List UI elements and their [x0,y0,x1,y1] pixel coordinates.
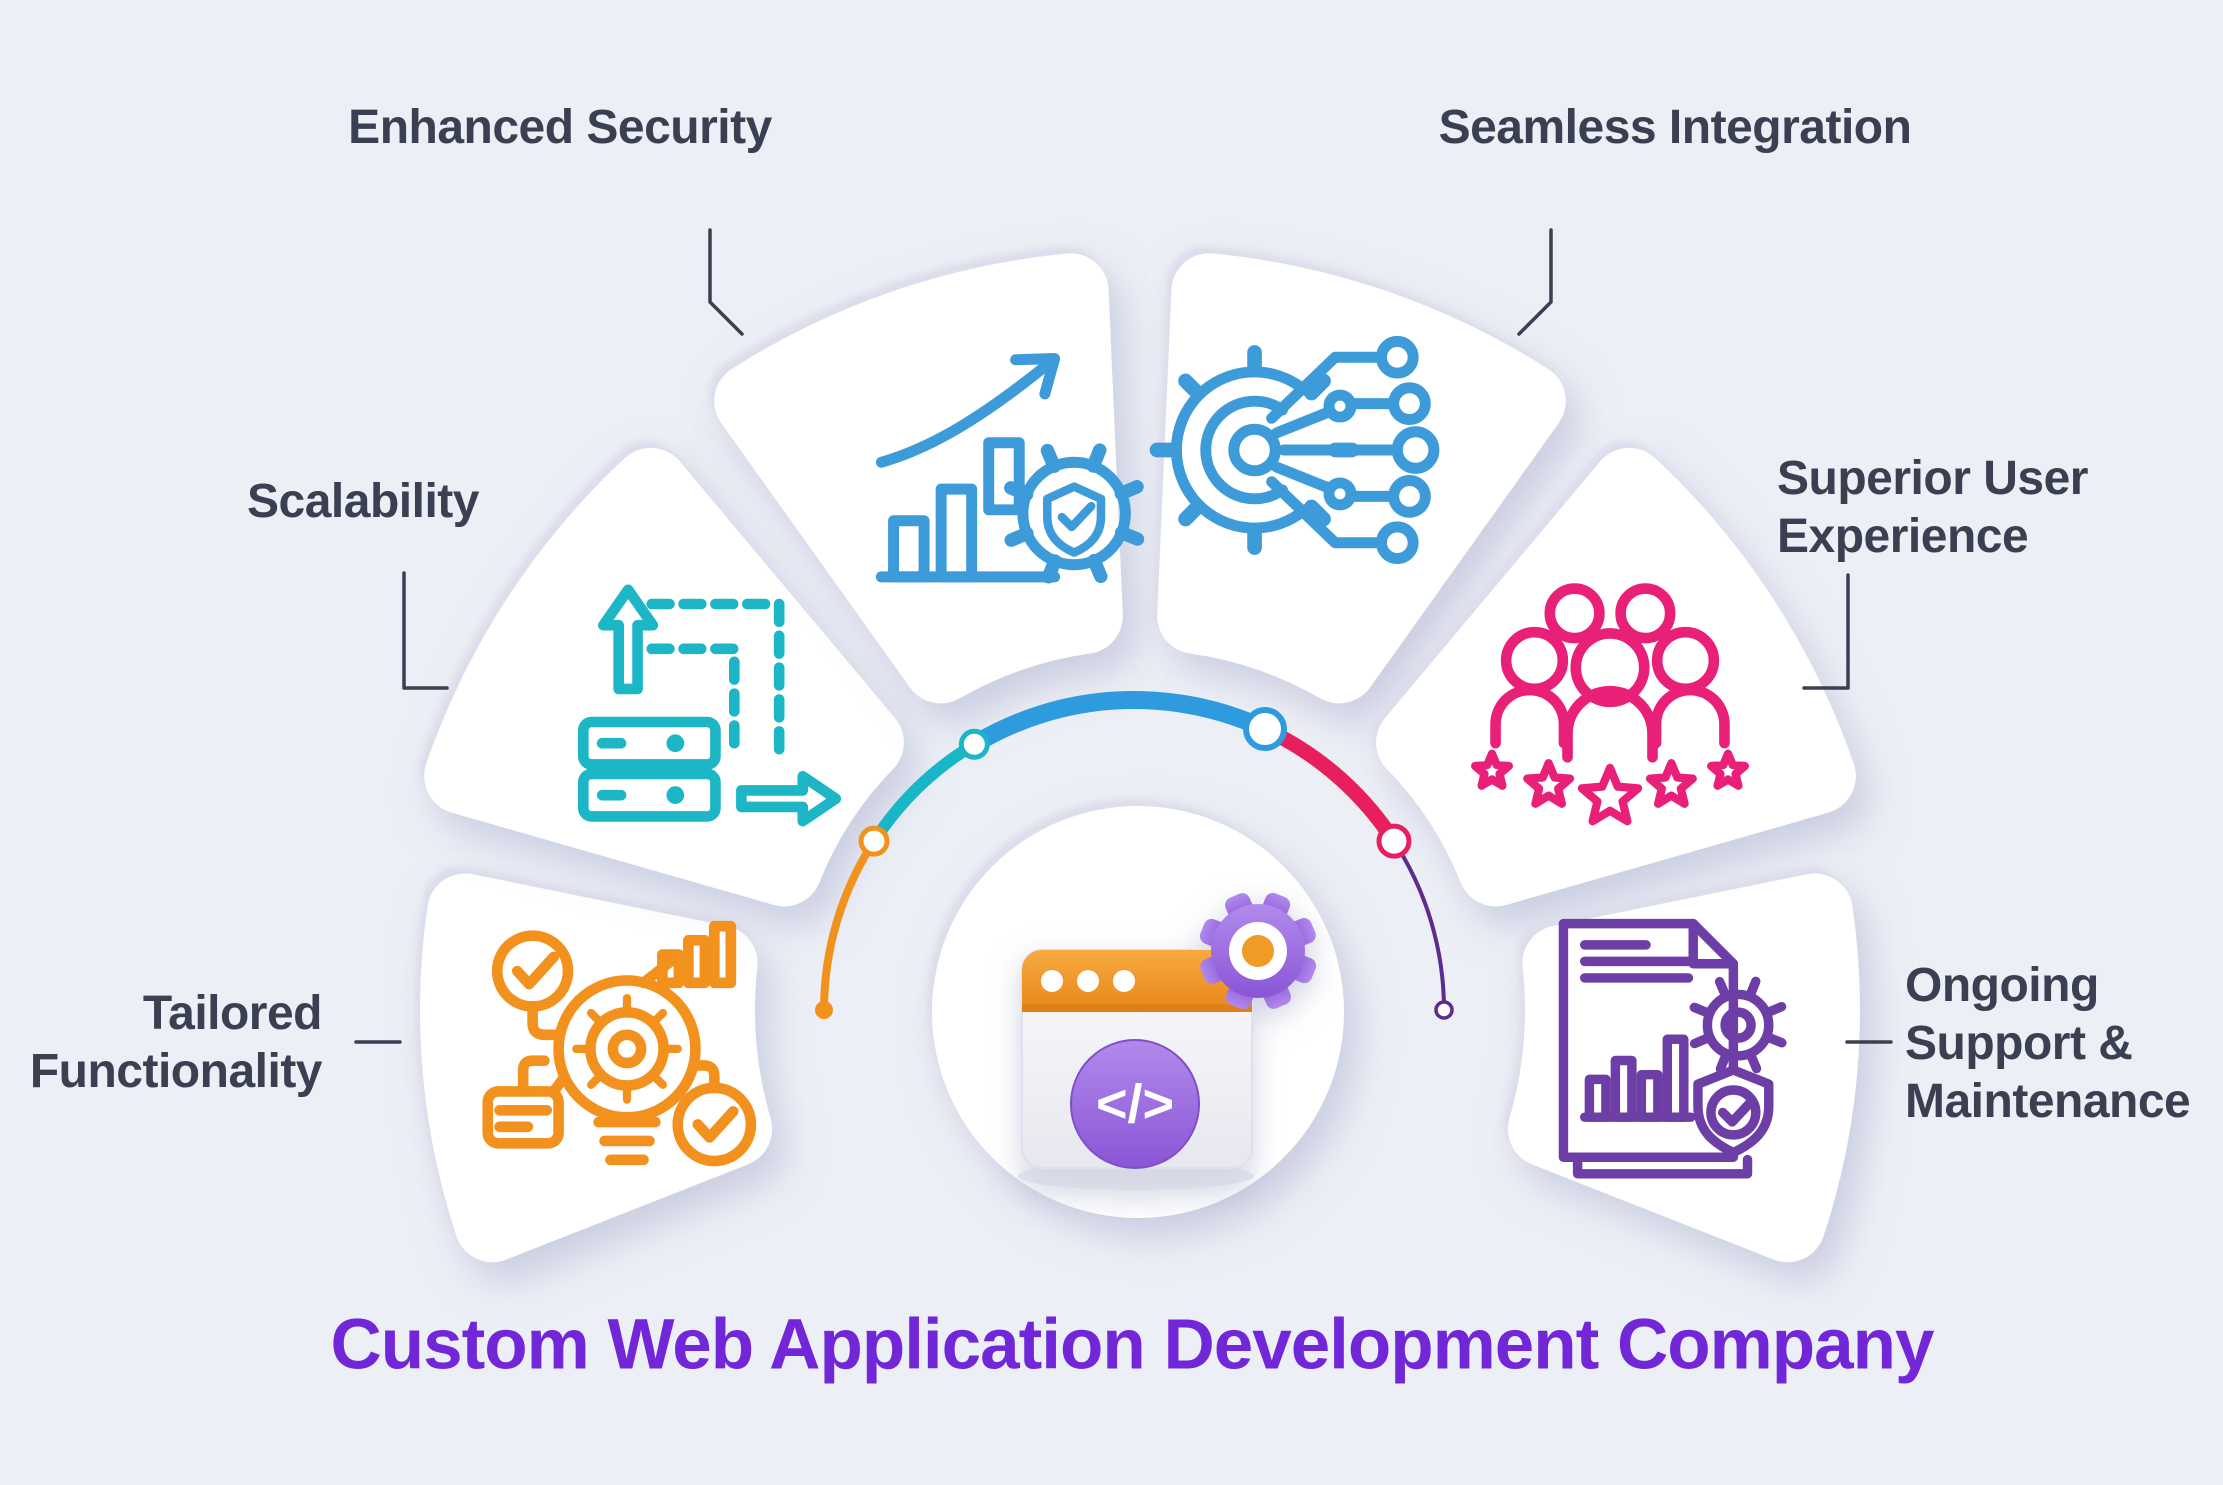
gauge-segment-pink [1261,722,1401,846]
connector-scalability [402,571,449,690]
label-line: Support & [1905,1017,2133,1071]
document-shield-gear-icon [1558,918,1787,1179]
gauge-segment-orange [820,837,878,1014]
label-line: Ongoing [1905,959,2099,1012]
label-line: Tailored [142,987,323,1040]
label-line: Seamless Integration [1438,100,1912,154]
users-rating-stars-icon [1470,583,1750,826]
gauge-node-blue [1243,707,1288,752]
semi-circular-progress-arc [815,691,1454,1020]
web-app-development-3d-icon: </> [1018,892,1317,1190]
label-line: Functionality [29,1045,323,1099]
label-superior-user-experience: Superior User Experience [1777,450,2088,566]
gauge-segment-purple [1392,839,1446,1012]
wedge-seamless-integration [1157,253,1566,704]
label-line: Maintenance [1905,1075,2191,1129]
gauge-end-dot-orange [815,1001,833,1019]
label-line: Superior User [1777,452,2088,505]
label-line: Experience [1777,510,2029,564]
gauge-segment-blue [969,691,1269,753]
label-line: Enhanced Security [348,100,772,154]
lightbulb-gear-icon [482,920,757,1167]
label-ongoing-support-maintenance: Ongoing Support & Maintenance [1905,957,2191,1131]
code-glyph: </> [1096,1074,1174,1134]
connector-enhanced-security [708,228,744,336]
label-line: Scalability [247,474,479,528]
gauge-node-pink [1376,823,1412,859]
label-tailored-functionality: Tailored Functionality [29,985,323,1101]
connector-superior-user-experience [1802,573,1850,690]
gauge-node-teal [958,728,990,760]
gauge-end-dot-purple [1434,1000,1454,1020]
connector-seamless-integration [1517,228,1553,336]
label-seamless-integration: Seamless Integration [1439,99,1912,157]
label-enhanced-security: Enhanced Security [348,99,772,157]
label-scalability: Scalability [247,473,479,531]
server-scale-arrows-icon [577,584,842,827]
growth-chart-shield-gear-icon [875,353,1145,584]
page-title: Custom Web Application Development Compa… [330,1305,1935,1385]
gear-circuit-icon [1149,335,1440,565]
gauge-node-orange [858,825,890,857]
